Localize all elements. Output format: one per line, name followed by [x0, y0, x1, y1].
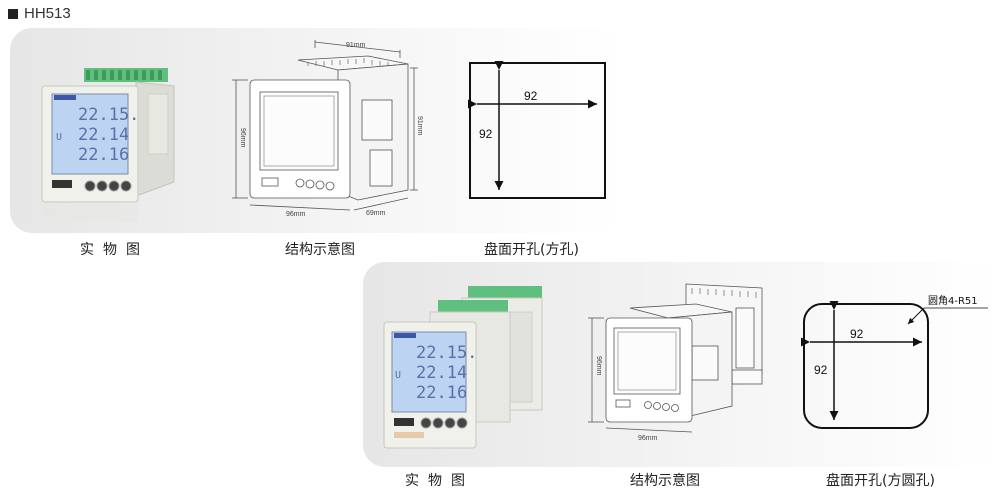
- dim-bottom: 96mm: [286, 211, 306, 218]
- lcd2-line-3: 22.16: [416, 383, 467, 403]
- product-photo-2: 22.15. U 22.14 22.16: [383, 286, 543, 449]
- cutout-width-label: 92: [524, 89, 538, 103]
- device-button-icon: [84, 180, 96, 192]
- corner-note: 圆角4-R51: [928, 295, 978, 307]
- lcd-line-1: 22.15.: [78, 105, 139, 125]
- device-button-icon: [96, 180, 108, 192]
- lcd2-prefix: U: [395, 370, 401, 381]
- cutout2-width-label: 92: [850, 327, 864, 341]
- device-button-icon: [444, 417, 456, 429]
- dim-top: 91mm: [346, 42, 366, 49]
- structure-diagram-2: 96mm 96mm: [588, 283, 763, 442]
- caption-structure-2: 结构示意图: [630, 473, 700, 489]
- structure-diagram-1: 91mm 96mm 91mm 96mm 69mm: [232, 40, 423, 218]
- lcd2-line-1: 22.15.: [416, 343, 477, 363]
- cutout-rounded-diagram: 92 92 圆角4-R51: [801, 295, 988, 429]
- device-button-icon: [432, 417, 444, 429]
- model-label: HH513: [24, 5, 71, 22]
- model-title: HH513: [8, 5, 71, 22]
- product-photo-1: 22.15. U 22.14 22.16: [41, 68, 175, 222]
- dim2-bottom: 96mm: [638, 435, 658, 442]
- caption-structure-1: 结构示意图: [285, 242, 355, 258]
- caption-photo-1: 实物图: [80, 242, 149, 258]
- square-bullet-icon: [8, 8, 18, 19]
- dim2-left: 96mm: [595, 356, 602, 376]
- device-button-icon: [420, 417, 432, 429]
- cutout-height-label: 92: [479, 127, 493, 141]
- lcd-line-3: 22.16: [78, 145, 129, 165]
- device-button-icon: [108, 180, 120, 192]
- dim-depth: 69mm: [366, 210, 386, 217]
- lcd2-line-2: 22.14: [416, 363, 467, 383]
- lcd-prefix: U: [56, 132, 62, 143]
- device-button-icon: [456, 417, 468, 429]
- dim-right: 91mm: [416, 116, 423, 136]
- caption-photo-2: 实物图: [405, 473, 474, 489]
- caption-cutout-1: 盘面开孔(方孔): [484, 242, 579, 258]
- cutout-square-diagram: 92 92: [468, 61, 606, 199]
- device-button-icon: [120, 180, 132, 192]
- dim-left: 96mm: [239, 128, 246, 148]
- caption-cutout-2: 盘面开孔(方圆孔): [826, 473, 935, 489]
- lcd-line-2: 22.14: [78, 125, 129, 145]
- cutout2-height-label: 92: [814, 363, 828, 377]
